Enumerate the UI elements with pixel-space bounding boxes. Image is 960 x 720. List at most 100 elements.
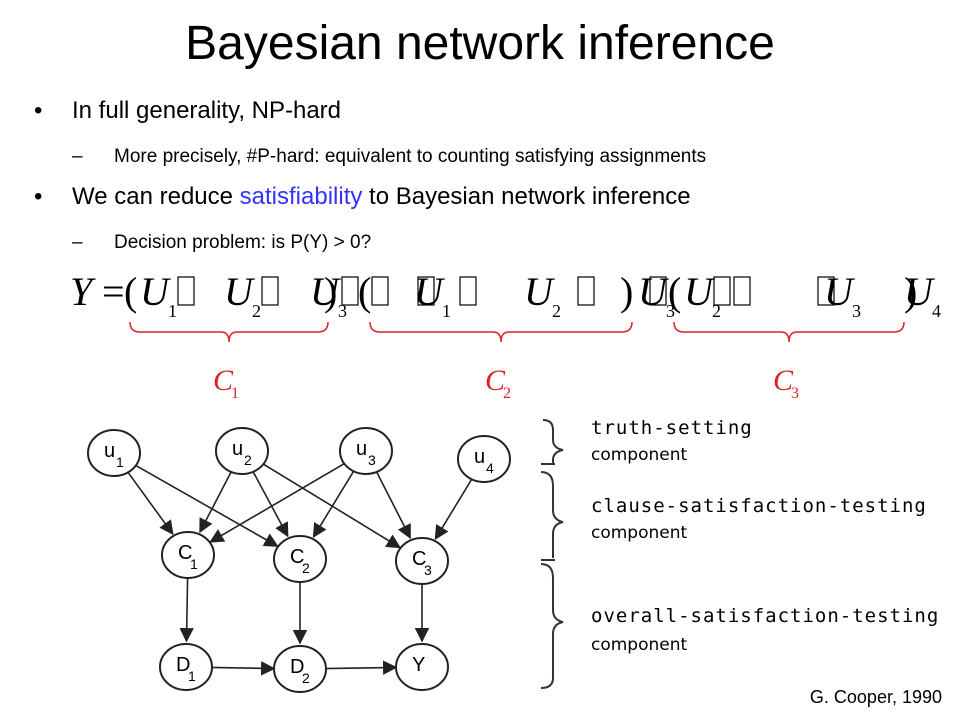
- bullet-2-text: We can reduce satisfiability to Bayesian…: [72, 182, 691, 212]
- formula-operator-box: [177, 276, 195, 306]
- formula-operator-box: [817, 276, 835, 306]
- formula-var-U: U: [684, 269, 716, 314]
- clause-brace: [369, 321, 633, 343]
- node-u2: [215, 427, 269, 475]
- component-label-line1: truth-setting: [591, 417, 753, 439]
- node-label-c1: C: [178, 542, 192, 564]
- formula-open-paren: (: [668, 269, 681, 314]
- bullet-2-sub-1: Decision problem: is P(Y) > 0?: [114, 232, 372, 253]
- clause-label-letter: C: [773, 364, 794, 397]
- formula-operator-box: [341, 276, 359, 306]
- clause-brace: [673, 321, 905, 343]
- bullet-2-text-after: to Bayesian network inference: [362, 183, 691, 210]
- bullet-1-sub-1: More precisely, #P-hard: equivalent to c…: [114, 146, 707, 167]
- node-c3: [395, 537, 449, 585]
- formula-operator-box: [417, 276, 435, 306]
- node-u4: [457, 435, 511, 483]
- formula-open-paren: (: [358, 269, 371, 314]
- formula-operator-box: [261, 276, 279, 306]
- node-subscript-d1: 1: [188, 668, 196, 684]
- sub-dash-2: –: [72, 232, 83, 253]
- formula-equals: =: [102, 269, 125, 314]
- formula-operator-box: [459, 276, 477, 306]
- node-label-d2: D: [290, 656, 304, 678]
- bullet-dot: •: [34, 183, 43, 210]
- network-edges: [127, 462, 473, 676]
- formula-var-subscript: 1: [442, 301, 451, 321]
- clause-label-subscript: 1: [231, 385, 239, 402]
- sub-dash-1: –: [72, 146, 83, 167]
- formula-var-U: U: [524, 269, 556, 314]
- formula-operator-box: [713, 276, 731, 306]
- formula-var-subscript: 3: [666, 301, 675, 321]
- component-labels: truth-setting component clause-satisfactio…: [591, 417, 939, 655]
- node-d2: [273, 645, 327, 693]
- bracket-truth-setting: [542, 419, 564, 464]
- edge-u2-c1: [199, 471, 232, 534]
- bullet-2-text-before: We can reduce: [72, 183, 240, 210]
- component-label-line1: overall-satisfaction-testing: [591, 605, 939, 627]
- formula-var-subscript: 3: [338, 301, 347, 321]
- formula-var-U: U: [140, 269, 172, 314]
- node-d1: [159, 643, 213, 691]
- edge-c1-d1: [179, 578, 194, 643]
- node-subscript-u2: 2: [244, 452, 252, 468]
- node-label-u1: u: [104, 440, 115, 462]
- formula-var-U: U: [310, 269, 342, 314]
- formula-operator-box: [371, 276, 389, 306]
- node-subscript-c1: 1: [190, 556, 198, 572]
- edge-u1-c1: [127, 471, 174, 536]
- formula-open-paren: (: [124, 269, 137, 314]
- node-c2: [273, 535, 327, 583]
- bracket-overall-satisfaction: [540, 563, 564, 689]
- slide-title: Bayesian network inference: [185, 17, 775, 70]
- clause-label-subscript: 2: [503, 385, 511, 402]
- component-label-line2: component: [591, 445, 688, 465]
- formula-var-subscript: 3: [852, 301, 861, 321]
- node-u3: [339, 427, 393, 475]
- formula-lhs: Y: [70, 269, 96, 314]
- edge-u3-c2: [312, 471, 355, 539]
- satisfiability-highlight: satisfiability: [239, 183, 363, 210]
- formula-close-paren: ): [324, 269, 337, 314]
- node-u1: [87, 429, 141, 477]
- node-subscript-u4: 4: [486, 460, 494, 476]
- node-label-u4: u: [474, 446, 485, 468]
- formula-operator-box: [577, 276, 595, 306]
- edge-u4-c3: [434, 479, 473, 541]
- edge-u3-c1: [209, 462, 346, 543]
- formula-var-subscript: 4: [932, 301, 941, 321]
- bullet-2: •: [34, 182, 42, 212]
- formula-var-subscript: 1: [168, 301, 177, 321]
- edge-u2-c2: [252, 471, 289, 538]
- component-label-line2: component: [591, 523, 688, 543]
- clause-braces: [129, 321, 905, 343]
- formula-close-paren: ): [904, 269, 917, 314]
- formula-var-subscript: 2: [552, 301, 561, 321]
- bullet-1-text: In full generality, NP-hard: [72, 97, 342, 124]
- component-label-line2: component: [591, 635, 688, 655]
- node-y: [395, 643, 449, 691]
- formula-var-subscript: 2: [252, 301, 261, 321]
- bullet-1: •: [34, 96, 42, 126]
- node-label-c2: C: [290, 546, 304, 568]
- formula-operator-box: [733, 276, 751, 306]
- clause-label-letter: C: [213, 364, 234, 397]
- formula-close-paren: ): [620, 269, 633, 314]
- formula-var-U: U: [224, 269, 256, 314]
- node-label-u2: u: [232, 438, 243, 460]
- edge-u3-c3: [376, 472, 411, 540]
- bullet-dot: •: [34, 97, 43, 124]
- citation: G. Cooper, 1990: [809, 687, 942, 707]
- clause-label-subscript: 3: [791, 385, 799, 402]
- component-label-line1: clause-satisfaction-testing: [591, 495, 927, 517]
- node-label-c3: C: [412, 548, 426, 570]
- component-brackets: truth-setting component clause-satisfactio…: [540, 417, 939, 689]
- formula-operator-box: [649, 276, 667, 306]
- edge-u2-c3: [262, 462, 402, 549]
